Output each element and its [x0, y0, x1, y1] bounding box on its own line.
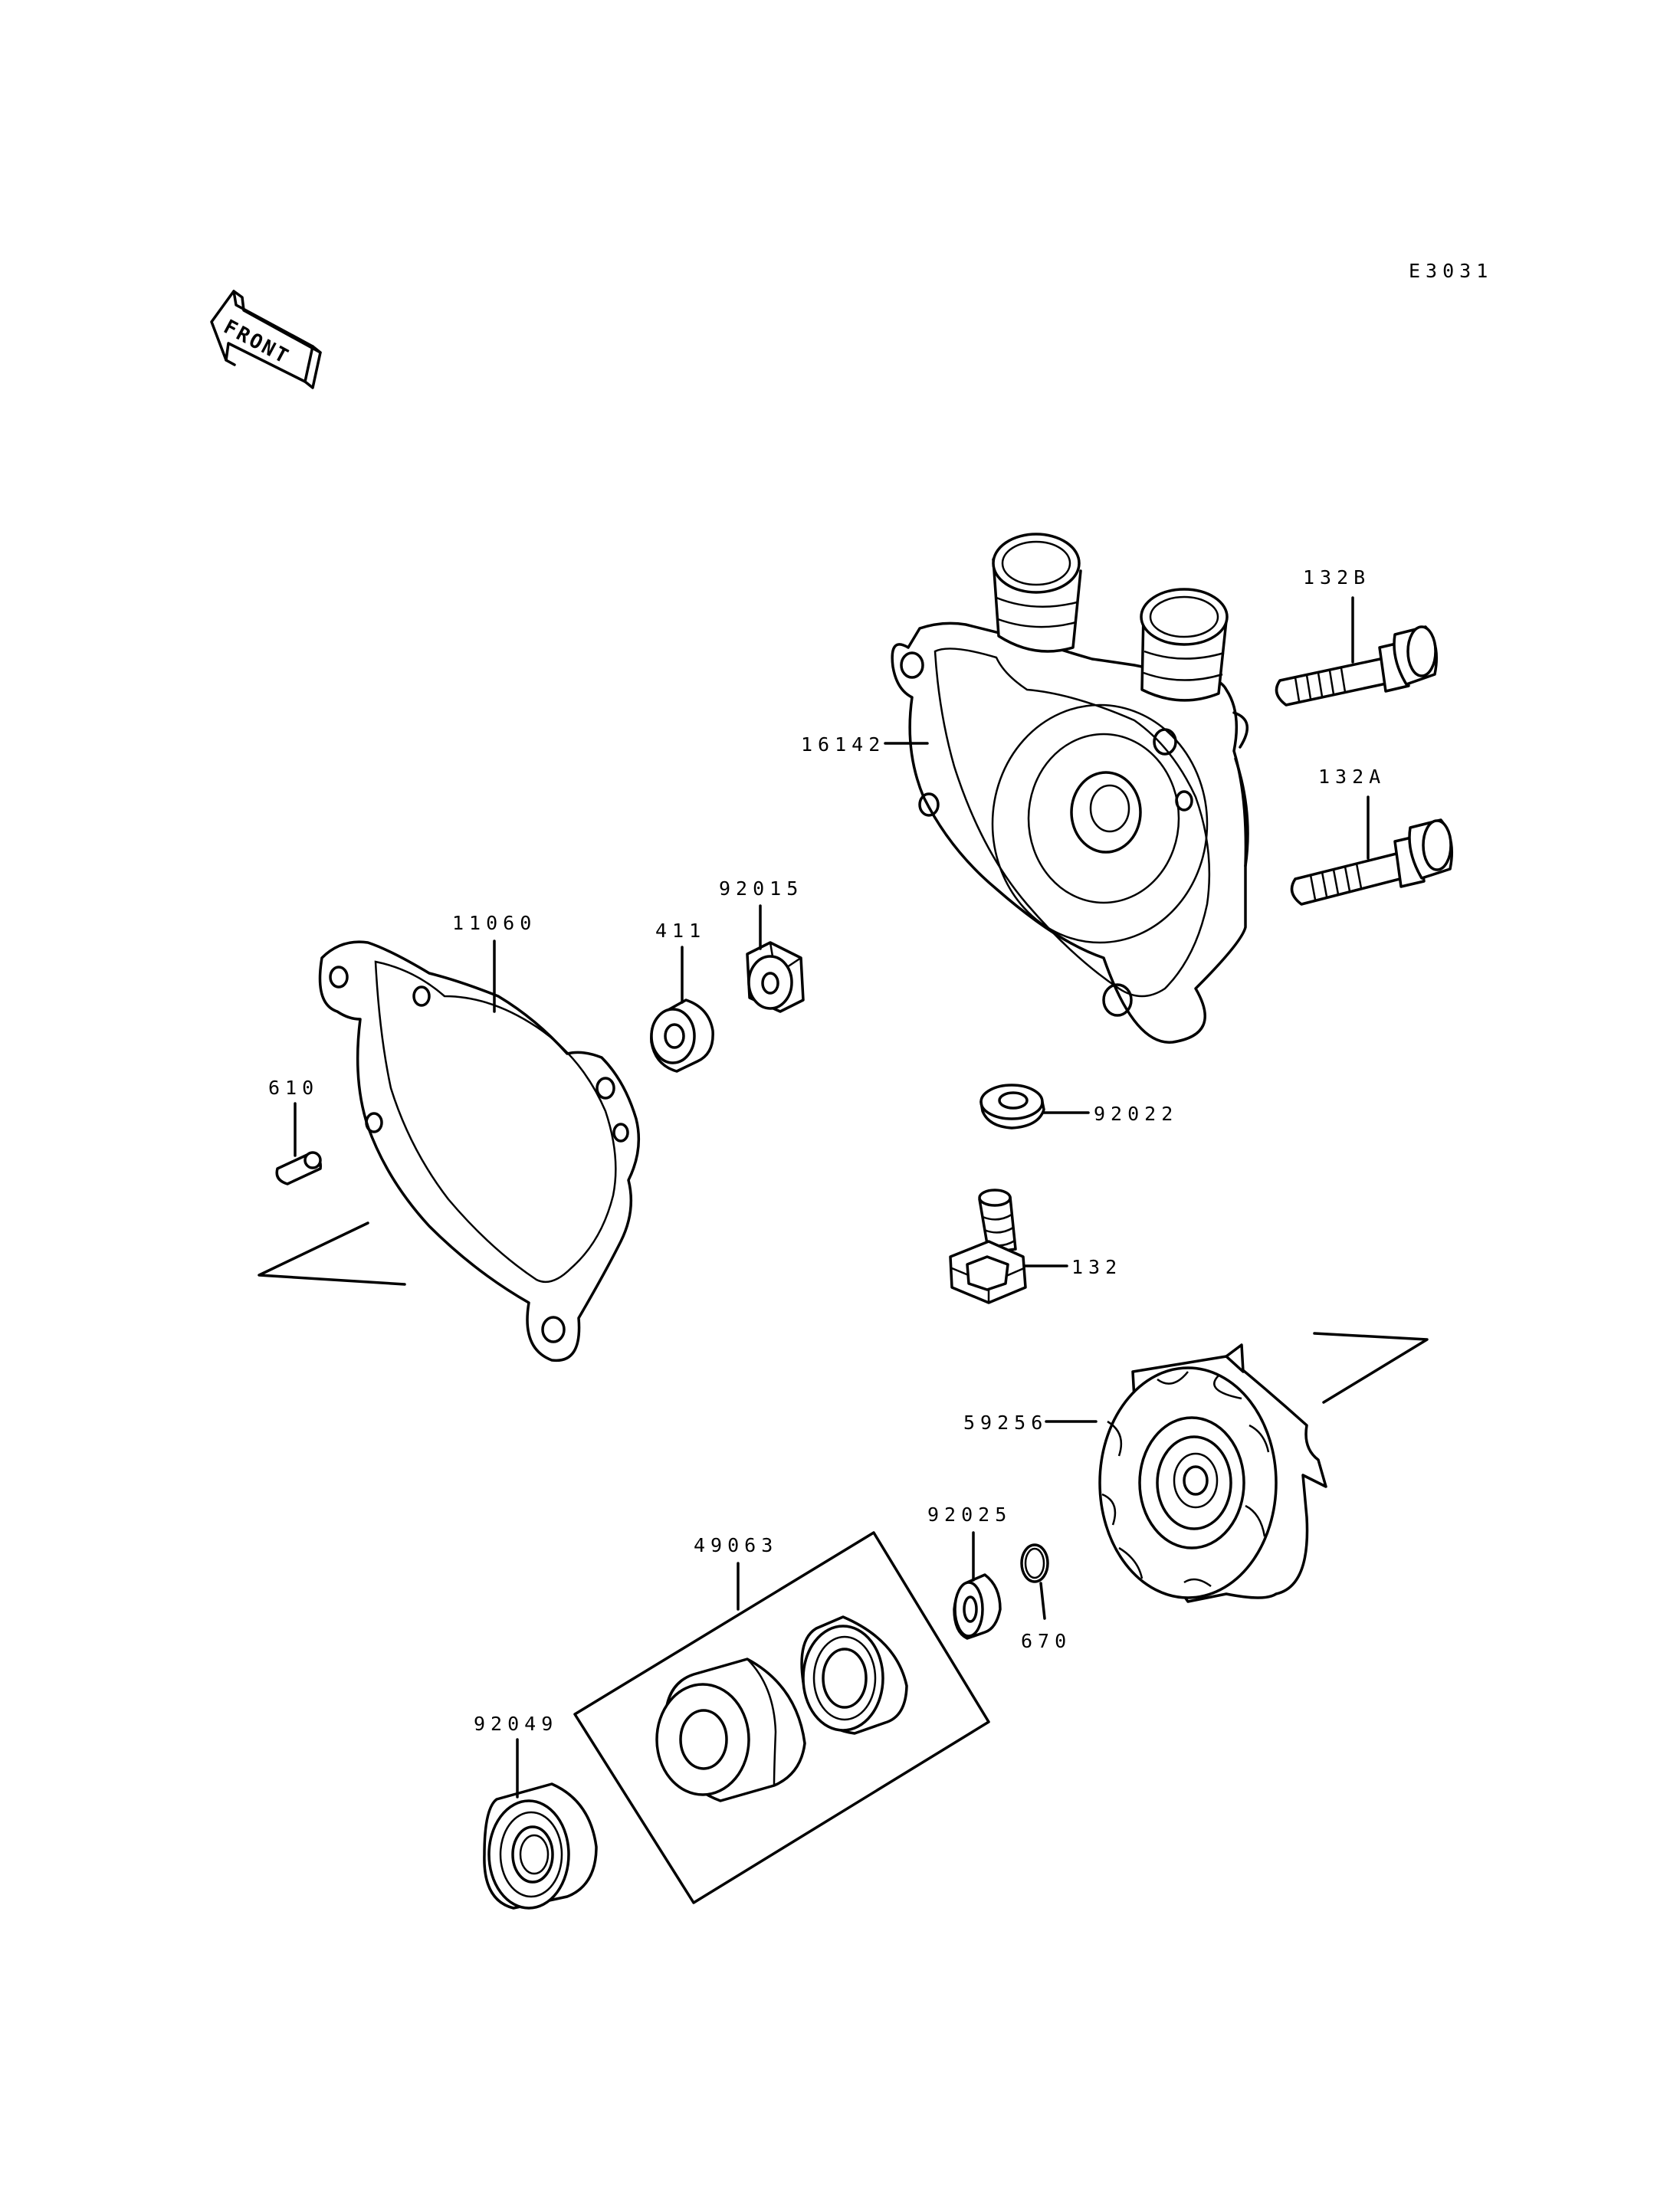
label-92049: 92049: [474, 1713, 558, 1735]
impeller-59256: [1098, 1343, 1327, 1603]
front-arrow-icon: FRONT: [210, 290, 322, 389]
diagram-code: E3031: [1409, 260, 1493, 282]
label-610: 610: [268, 1077, 319, 1099]
label-92025: 92025: [927, 1503, 1012, 1526]
bolt-132b: [1275, 625, 1438, 707]
leader-670: [1039, 1582, 1046, 1620]
label-16142: 16142: [801, 733, 885, 756]
axis-line-left: [258, 1221, 406, 1286]
label-59256: 59256: [963, 1412, 1048, 1434]
label-11060: 11060: [452, 912, 536, 934]
label-132: 132: [1071, 1256, 1122, 1278]
label-92015: 92015: [719, 877, 803, 900]
pump-cover: [891, 533, 1249, 1044]
nut-92015: [746, 941, 805, 1013]
label-670: 670: [1021, 1630, 1071, 1652]
bolt-132a: [1290, 818, 1453, 906]
label-132a: 132A: [1318, 766, 1386, 788]
label-411: 411: [655, 920, 706, 942]
fitting-132: [949, 1189, 1027, 1304]
washer-92022: [979, 1084, 1045, 1130]
label-132b: 132B: [1303, 566, 1370, 589]
o-ring-670: [1020, 1543, 1049, 1583]
dowel-pin-610: [275, 1151, 322, 1185]
oil-seal-92049: [483, 1782, 598, 1910]
washer-92025: [953, 1573, 1002, 1640]
label-49063: 49063: [694, 1534, 778, 1556]
mechanical-seal-49063: [573, 1531, 990, 1904]
axis-line-right: [1313, 1332, 1429, 1404]
label-92022: 92022: [1094, 1103, 1178, 1125]
washer-411: [650, 998, 714, 1073]
gasket-11060: [318, 940, 641, 1362]
